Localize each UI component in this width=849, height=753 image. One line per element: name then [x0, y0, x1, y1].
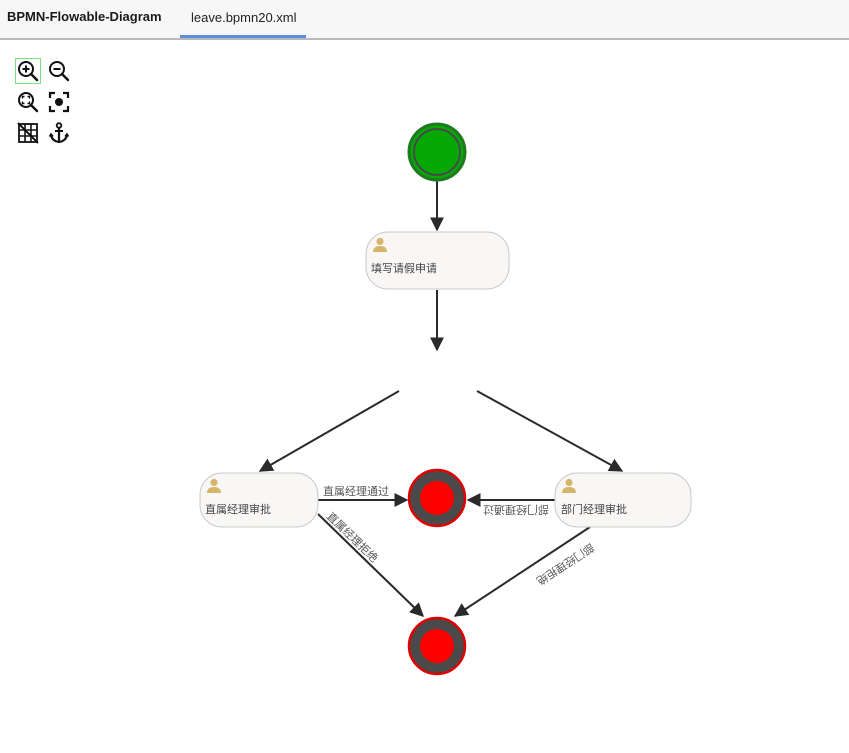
anchor-icon [48, 122, 70, 144]
anchor-button[interactable] [47, 121, 71, 145]
sequence-flows [258, 181, 624, 617]
top-bar: BPMN-Flowable-Diagram leave.bpmn20.xml [0, 0, 849, 40]
zoom-out-button[interactable] [47, 59, 71, 83]
zoom-fit-button[interactable] [16, 90, 40, 114]
grid-off-icon [17, 122, 39, 144]
zoom-in-button[interactable] [15, 58, 41, 84]
app-title: BPMN-Flowable-Diagram [7, 9, 162, 24]
flow-gateway-to-dept[interactable] [476, 390, 624, 472]
flow-dept-reject[interactable] [453, 526, 591, 617]
task-label: 部门经理审批 [561, 502, 627, 516]
task-label: 填写请假申请 [371, 261, 437, 275]
end-event-rejected[interactable] [407, 616, 467, 676]
task-fill-request[interactable]: 填写请假申请 [365, 231, 510, 290]
zoom-in-icon [18, 61, 39, 82]
task-dept-approve[interactable]: 部门经理审批 [554, 472, 692, 528]
task-manager-approve[interactable]: 直属经理审批 [199, 472, 319, 528]
center-focus-button[interactable] [47, 90, 71, 114]
user-icon [562, 478, 576, 493]
user-icon [207, 478, 221, 493]
tab-label: leave.bpmn20.xml [191, 10, 297, 25]
user-icon [373, 237, 387, 252]
grid-toggle-button[interactable] [16, 121, 40, 145]
start-event[interactable] [407, 122, 467, 182]
flow-manager-reject[interactable] [317, 513, 425, 617]
bpmn-diagram-canvas[interactable]: 直属经理通过 部门经理通过 直属经理拒绝 部门经理拒绝 填写请假申请 直属经理审… [0, 40, 849, 753]
flow-label-manager-reject: 直属经理拒绝 [324, 509, 381, 565]
diagram-toolbar [15, 58, 76, 149]
flow-label-dept-pass: 部门经理通过 [483, 503, 549, 517]
zoom-out-icon [49, 61, 70, 82]
flow-label-manager-pass: 直属经理通过 [323, 484, 389, 498]
center-focus-icon [48, 91, 70, 113]
zoom-fit-icon [18, 92, 39, 113]
flow-gateway-to-manager[interactable] [258, 390, 400, 472]
task-label: 直属经理审批 [205, 502, 271, 516]
flow-label-dept-reject: 部门经理拒绝 [534, 540, 597, 588]
tab-leave-bpmn[interactable]: leave.bpmn20.xml [180, 0, 306, 38]
end-event-approved[interactable] [407, 468, 467, 528]
